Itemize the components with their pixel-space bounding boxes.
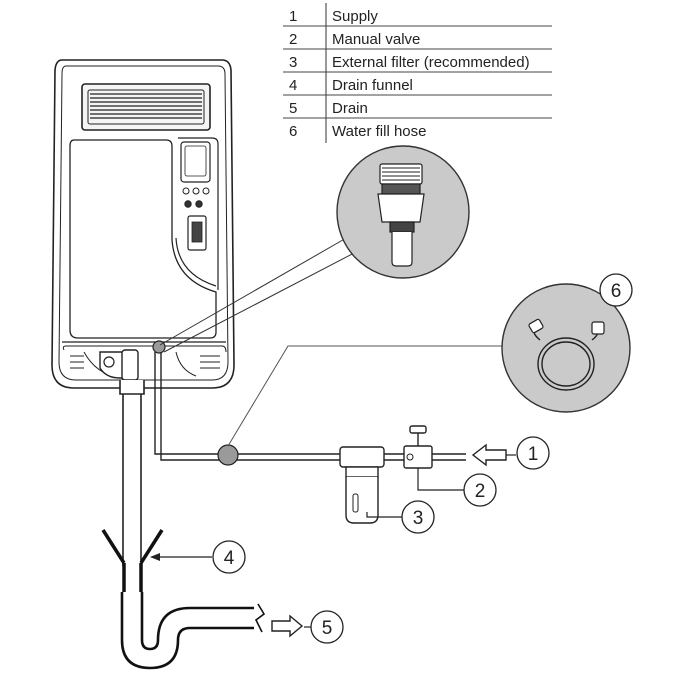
legend-label-drain: Drain — [332, 100, 368, 117]
callout-3: 3 — [401, 500, 435, 534]
legend-label-external-filter: External filter (recommended) — [332, 54, 530, 71]
callout-leaders — [160, 454, 516, 628]
legend-num: 1 — [289, 8, 297, 25]
callout-1-label: 1 — [528, 444, 539, 465]
legend-label-water-fill-hose: Water fill hose — [332, 123, 426, 140]
drain-trap — [120, 592, 266, 670]
supply-arrow-icon — [471, 443, 507, 467]
callout-3-label: 3 — [413, 508, 424, 529]
external-filter — [339, 446, 385, 524]
callout-2-label: 2 — [475, 481, 486, 502]
drain-funnel — [101, 529, 164, 592]
legend-num: 3 — [289, 54, 297, 71]
callout-leader-arrowheads — [150, 553, 160, 561]
callout-6-label: 6 — [611, 281, 622, 302]
legend-num: 4 — [289, 77, 297, 94]
supply-line — [154, 352, 466, 466]
legend-label-drain-funnel: Drain funnel — [332, 77, 413, 94]
hose-detail-circle — [227, 283, 631, 447]
callout-1: 1 — [516, 436, 550, 470]
legend-num: 6 — [289, 123, 297, 140]
drain-pipe — [119, 380, 145, 566]
legend-num: 2 — [289, 31, 297, 48]
callout-6: 6 — [599, 273, 633, 307]
legend-label-manual-valve: Manual valve — [332, 31, 420, 48]
callout-5-label: 5 — [322, 618, 333, 639]
fitting-detail-circle — [159, 145, 470, 353]
manual-valve — [403, 425, 433, 469]
callout-2: 2 — [463, 473, 497, 507]
callout-4-label: 4 — [224, 548, 235, 569]
legend-label-supply: Supply — [332, 8, 378, 25]
drain-arrow-icon — [271, 614, 304, 638]
callout-4: 4 — [212, 540, 246, 574]
legend-table: 1 Supply 2 Manual valve 3 External filte… — [283, 3, 552, 143]
humidifier-unit — [51, 59, 235, 389]
callout-5: 5 — [310, 610, 344, 644]
legend-num: 5 — [289, 100, 297, 117]
